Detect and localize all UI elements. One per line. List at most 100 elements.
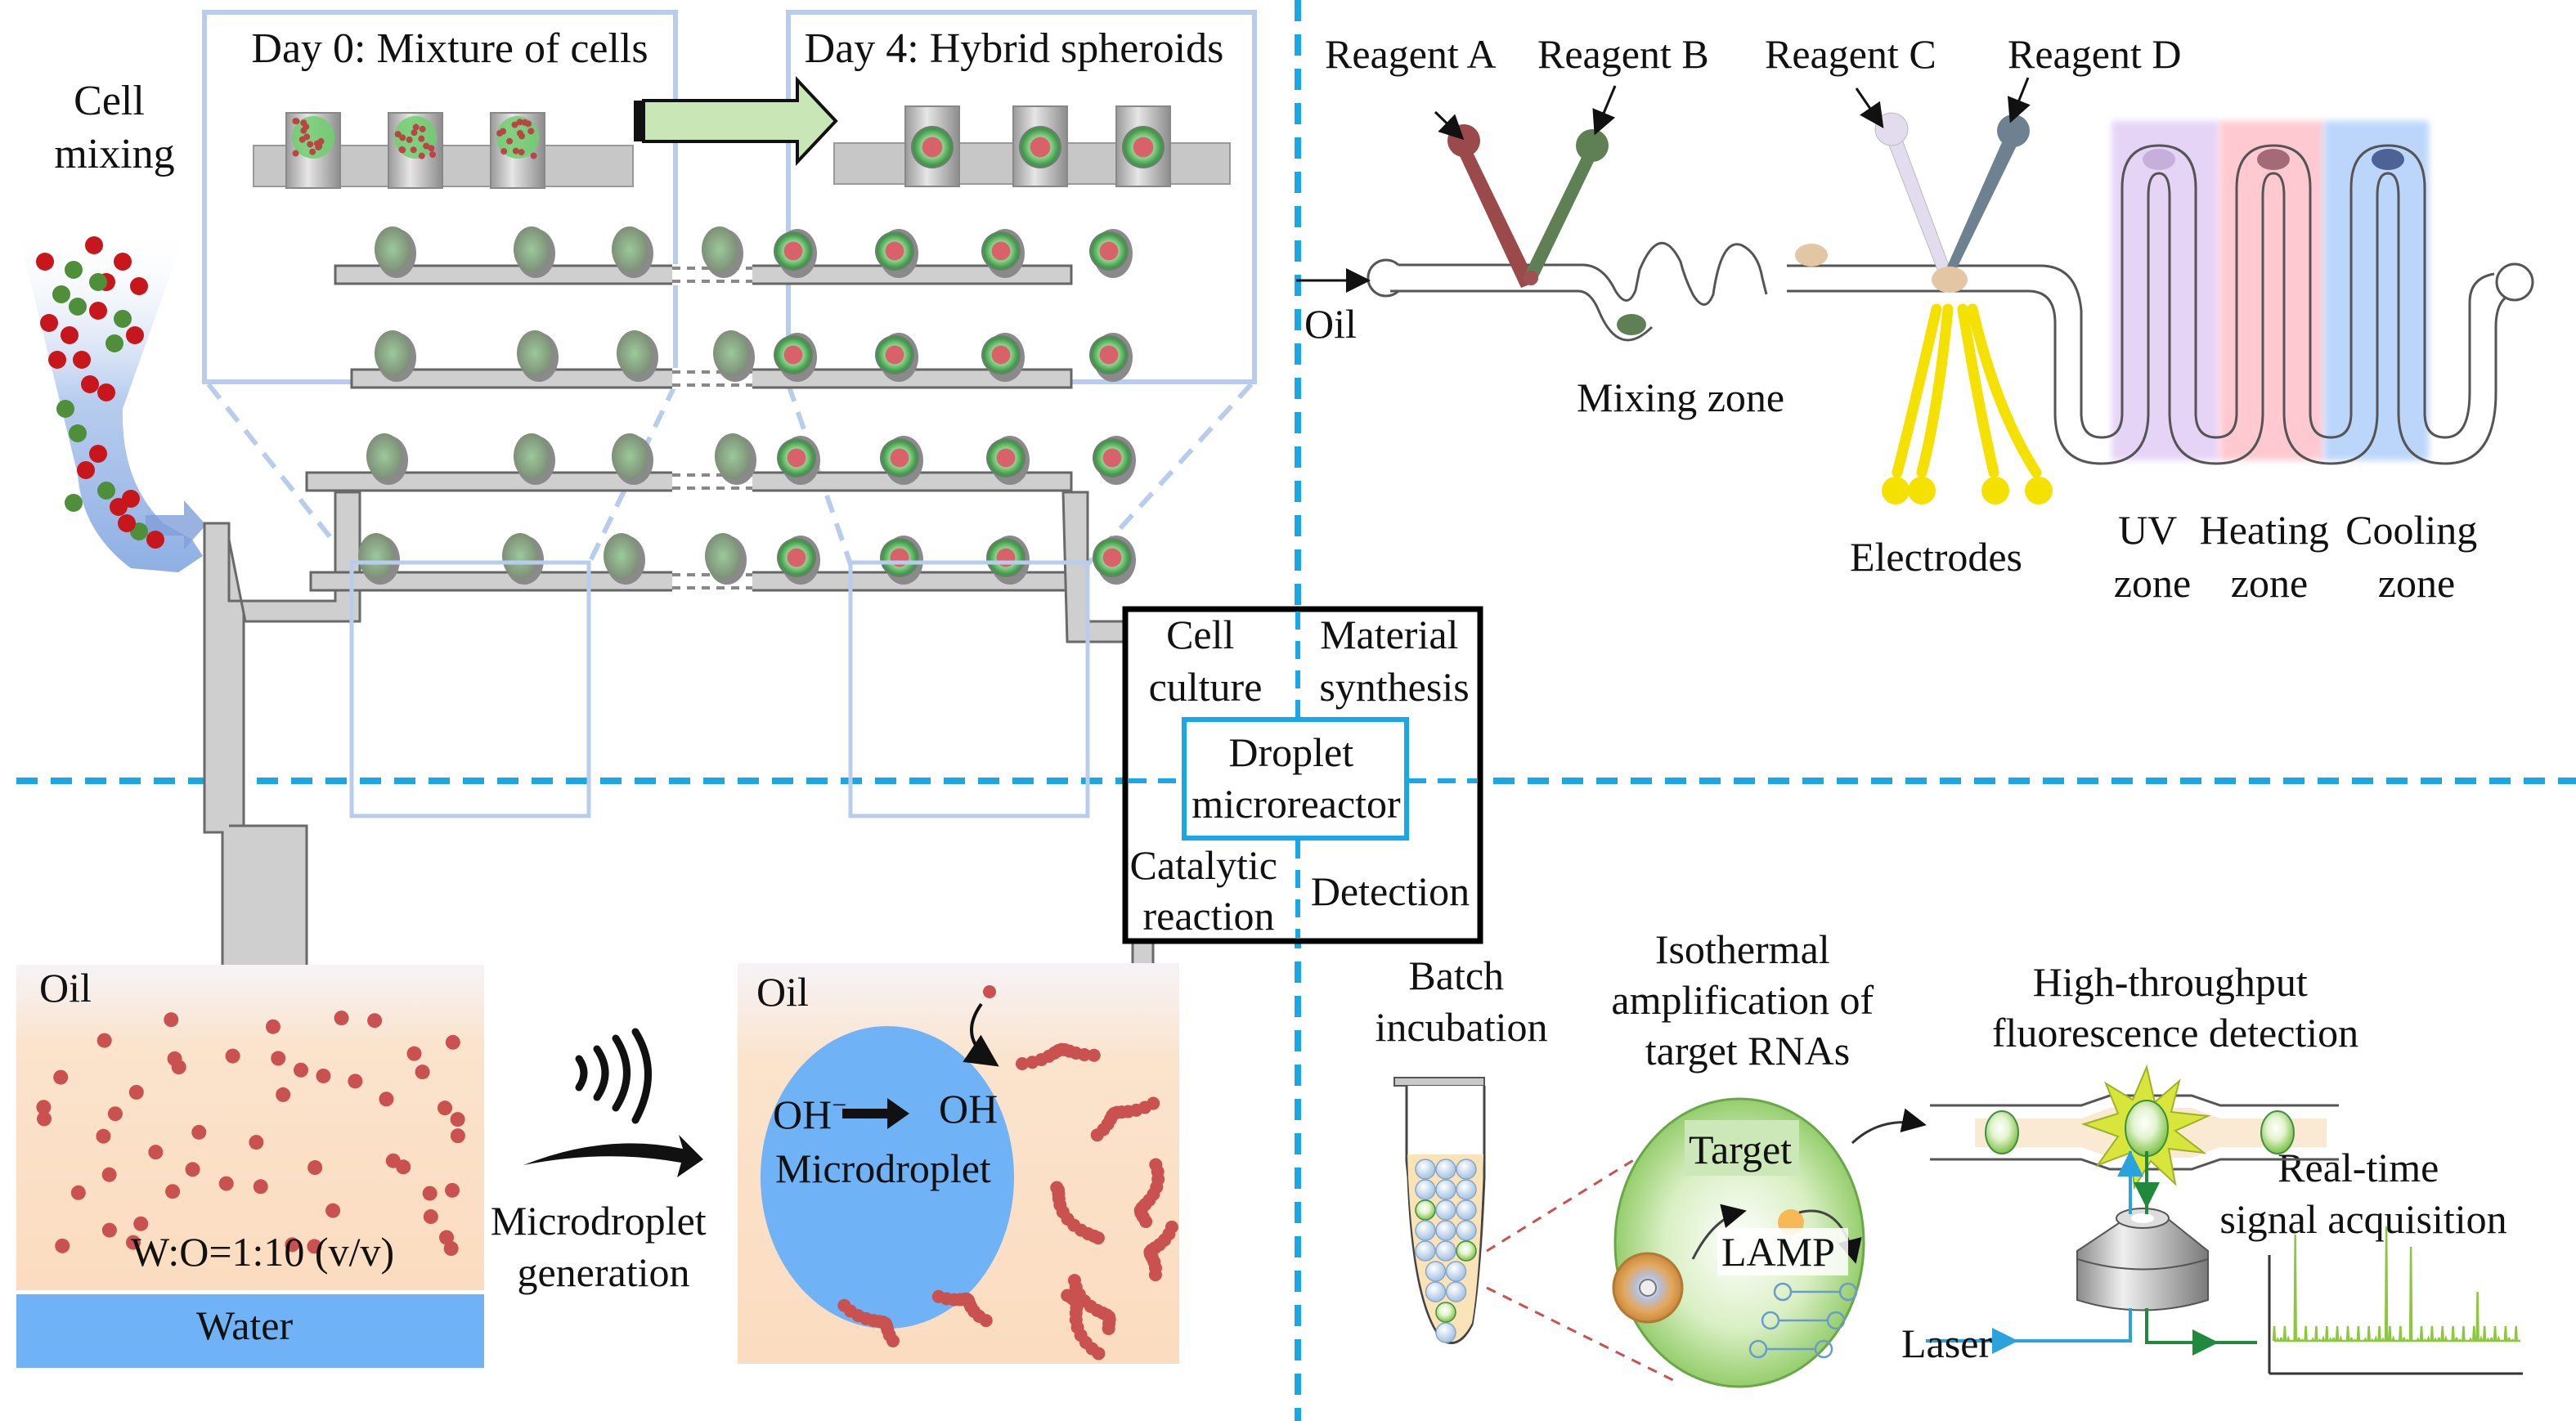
quad-catalytic-reaction: Catalytic reaction [1130, 842, 1288, 939]
signal-trace [2272, 1226, 2520, 1343]
center-title: Droplet microreactor [1192, 729, 1401, 827]
day0-well [705, 533, 741, 579]
cell-dot [36, 253, 54, 271]
reagent-d-label: Reagent D [2008, 31, 2181, 77]
reactant-dot [325, 1203, 341, 1218]
positive-droplet [1435, 1302, 1456, 1323]
reactant-dot [438, 1100, 453, 1116]
microdroplet-generation-label: Microdroplet generation [491, 1198, 716, 1295]
spheroid-well [1093, 438, 1132, 477]
reactant-dot [445, 1182, 460, 1198]
water-label: Water [196, 1302, 293, 1348]
reactant-dot [271, 1051, 286, 1066]
monomer-dot [983, 985, 996, 998]
spheroid-well [986, 438, 1025, 477]
droplet [1445, 1261, 1467, 1282]
catalytic-reaction-panel: Oil W:O=1:10 (v/v) Water Microdroplet ge… [16, 963, 1179, 1368]
spheroid-well [1089, 231, 1129, 271]
reactant-dot [185, 1162, 200, 1177]
inset-day4-title: Day 4: Hybrid spheroids [805, 25, 1224, 72]
reaction-arrow-icon [842, 1098, 909, 1129]
day4-chip [833, 105, 1231, 187]
day0-well [604, 533, 640, 579]
feed-arrow-icon [146, 500, 206, 549]
target-label: Target [1689, 1127, 1792, 1172]
cell-dot [73, 351, 91, 369]
chain-bead [1147, 1096, 1160, 1110]
center-summary-box: Cell culture Material synthesis Droplet … [1122, 606, 1483, 944]
to-detection-arrow-icon [1851, 1108, 1927, 1145]
reagent-b-label: Reagent B [1537, 31, 1709, 77]
water-phase [16, 1294, 484, 1368]
mixed-cells [36, 236, 164, 549]
inset-day4 [786, 10, 1257, 384]
droplet [1435, 1199, 1456, 1221]
droplet [1435, 1220, 1456, 1241]
reactant-dot [285, 1237, 300, 1253]
reactant-dot [133, 1216, 149, 1231]
reactant-dot [96, 1033, 112, 1048]
droplet [1435, 1179, 1456, 1200]
amplicon-icons [1748, 1282, 1858, 1359]
reactant-dot [445, 1034, 460, 1050]
reactant-dot [96, 1128, 111, 1144]
cell-dot [97, 383, 115, 401]
reactant-dot [36, 1100, 52, 1115]
spheroid [911, 126, 954, 168]
cell-dot [61, 326, 79, 344]
day0-well [375, 226, 411, 272]
spheroid-well [774, 231, 813, 271]
isothermal-amplification-label: Isothermal amplification of target RNAs [1611, 926, 1883, 1074]
reactant-dot [164, 1012, 179, 1028]
objective-lens-icon [2076, 1208, 2209, 1311]
chain-bead [1077, 1047, 1091, 1061]
reactant-dot [126, 1235, 141, 1250]
spheroid-well [875, 335, 914, 374]
cell-dot [89, 445, 107, 463]
oil-inlet-label: Oil [1304, 301, 1357, 347]
tube-zoom-guides [1486, 1147, 1677, 1383]
reactant-dot [450, 1112, 465, 1127]
day0-well [375, 330, 411, 376]
spheroid-well [777, 538, 816, 577]
reactant-dot [148, 1145, 164, 1160]
cell-dot [89, 273, 107, 291]
microdroplet [761, 1026, 1014, 1329]
positive-droplet [1415, 1199, 1436, 1221]
signal-acquisition-label: Real-time signal acquisition [2219, 1145, 2506, 1242]
cell-dot [81, 375, 99, 393]
chain-bead [1087, 1048, 1101, 1062]
quad-cell-culture: Cell culture [1149, 612, 1263, 710]
day0-well [702, 226, 738, 272]
reactant-dot [450, 1128, 465, 1144]
detection-panel: Batch incubation Isothermal amplificatio… [1375, 926, 2523, 1388]
amplification-arrow-icon [1691, 1204, 1747, 1260]
reactant-dot [191, 1124, 207, 1140]
cell-dot [122, 490, 140, 508]
reactant-dot [307, 1239, 322, 1254]
ultrasound-waves-icon [575, 1028, 652, 1124]
reactant-dot [443, 1240, 459, 1256]
reactant-dot [307, 1160, 323, 1176]
reactant-dot [37, 1111, 52, 1127]
cell-dot [56, 400, 74, 418]
target-label-bg [1685, 1120, 1799, 1176]
uv-zone-label: UV zone [2114, 507, 2191, 606]
reactant-dot [253, 1179, 268, 1195]
cooling-zone-label: Cooling zone [2345, 507, 2488, 606]
spheroid-well [981, 231, 1021, 271]
droplet [1456, 1159, 1477, 1180]
cell-dot [52, 285, 70, 303]
reagent-inlets-ab [1447, 124, 1828, 335]
reactant-dot [165, 1184, 181, 1199]
reaction-curve-arrow-icon [963, 1002, 999, 1067]
reactant-dot [101, 1167, 117, 1182]
spheroid [1019, 126, 1061, 168]
droplet [1415, 1179, 1436, 1200]
reactant-dot [422, 1186, 438, 1201]
ratio-label: W:O=1:10 (v/v) [131, 1229, 394, 1275]
reactant-dot [316, 1068, 331, 1083]
cell-cluster [292, 116, 334, 159]
cell-culture-panel: Cell mixing Day 0: Mixture of cells Day … [16, 10, 1257, 1073]
